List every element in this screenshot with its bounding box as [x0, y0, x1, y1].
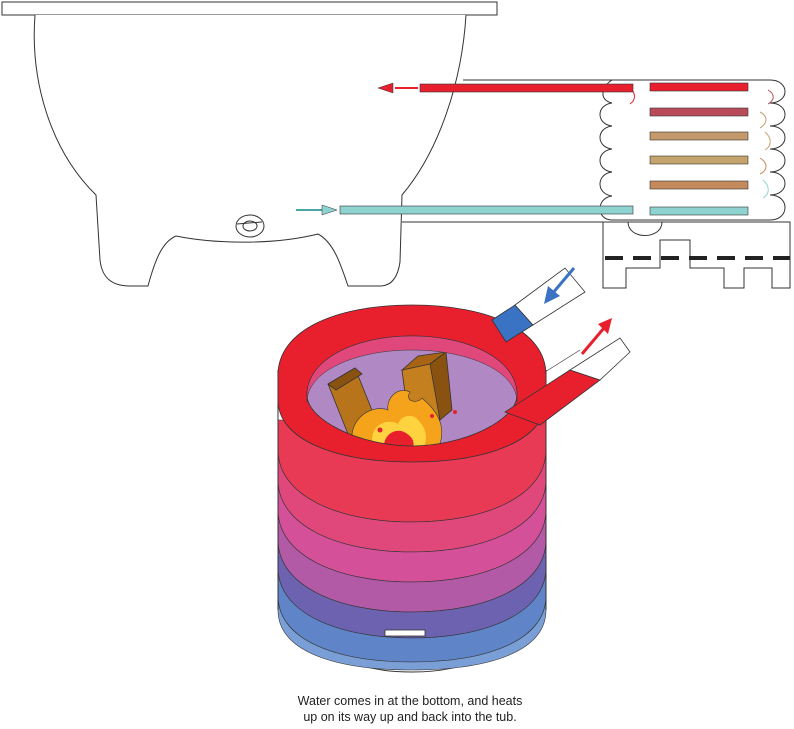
- drain-fitting-icon: [235, 214, 265, 238]
- cold-supply-pipe: [296, 204, 634, 216]
- caption-line-2: up on its way up and back into the tub.: [303, 710, 517, 724]
- stove-hot-out-arrow-icon: [580, 318, 612, 355]
- heater-base: [602, 221, 791, 289]
- heater-stripe: [649, 180, 749, 190]
- heater-stripe: [649, 107, 749, 117]
- hot-return-pipe: [377, 82, 634, 94]
- heater-coil-outline: [599, 79, 786, 221]
- heater-unit: [402, 79, 791, 289]
- tub-body: [33, 14, 467, 287]
- hot-tub: [1, 1, 498, 287]
- heater-stripe: [649, 155, 749, 165]
- hot-flow-arrow-icon: [377, 82, 394, 94]
- tub-rim: [1, 1, 498, 16]
- caption-line-1: Water comes in at the bottom, and heats: [297, 694, 523, 708]
- heater-stripe-cold: [649, 206, 749, 216]
- heater-stripe-hot: [649, 82, 749, 92]
- diagram-caption: Water comes in at the bottom, and heats …: [200, 693, 620, 725]
- heater-stripe: [649, 131, 749, 141]
- cold-flow-arrow-icon: [321, 204, 338, 216]
- stove-cold-in-arrow-icon: [544, 267, 576, 304]
- coil-stove: [277, 267, 631, 673]
- stove-vent-slot: [384, 629, 426, 637]
